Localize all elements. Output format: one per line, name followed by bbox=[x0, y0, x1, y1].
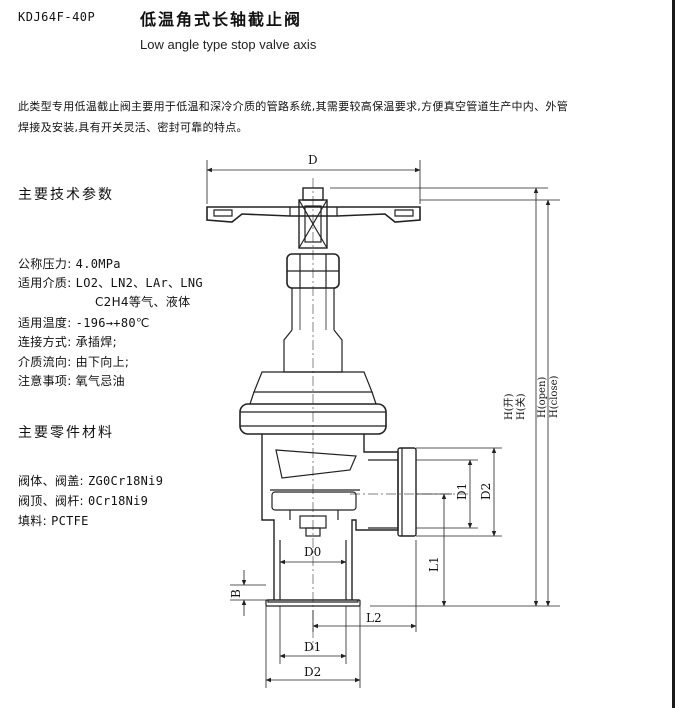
bonnet bbox=[239, 371, 387, 435]
right-border bbox=[672, 0, 675, 708]
spec-value: 氧气忌油 bbox=[75, 374, 125, 388]
spec-value: 4.0MPa bbox=[75, 257, 121, 271]
materials-heading: 主要零件材料 bbox=[18, 425, 114, 441]
spec-row-flow: 介质流向: 由下向上; bbox=[18, 353, 129, 370]
spec-row-connection: 连接方式: 承插焊; bbox=[18, 333, 117, 350]
dim-label-H-open-cn: H(开) bbox=[504, 393, 515, 420]
spec-value: LO2、LN2、LAr、LNG bbox=[75, 276, 203, 290]
spec-row-temperature: 适用温度: -196→+80℃ bbox=[18, 314, 150, 331]
spec-value: 0Cr18Ni9 bbox=[87, 494, 149, 508]
stem-tube bbox=[283, 288, 343, 373]
dim-D1-D2-bottom bbox=[265, 606, 361, 688]
dim-label-B: B bbox=[229, 589, 243, 598]
spec-value: -196→+80℃ bbox=[75, 316, 150, 330]
gland-nut bbox=[286, 253, 340, 289]
spec-label: 注意事项: bbox=[18, 374, 72, 388]
spec-value: ZG0Cr18Ni9 bbox=[87, 474, 164, 488]
spec-row-pressure: 公称压力: 4.0MPa bbox=[18, 255, 121, 272]
spec-row-medium: 适用介质: LO2、LN2、LAr、LNG bbox=[18, 274, 203, 291]
page-subtitle: Low angle type stop valve axis bbox=[140, 37, 317, 52]
bottom-socket bbox=[265, 540, 361, 607]
dim-label-H-open: H(open) bbox=[537, 377, 548, 418]
spec-label: 连接方式: bbox=[18, 335, 72, 349]
dim-label-D2-bottom: D2 bbox=[304, 665, 321, 679]
stem-nut bbox=[298, 187, 328, 249]
dim-H bbox=[330, 187, 560, 607]
tech-params-heading: 主要技术参数 bbox=[18, 187, 114, 203]
dim-label-L1: L1 bbox=[427, 556, 441, 572]
page-title: 低温角式长轴截止阀 bbox=[140, 10, 303, 29]
dim-B bbox=[230, 570, 266, 616]
dim-label-H-close: H(close) bbox=[549, 376, 560, 418]
model-number: KDJ64F-40P bbox=[18, 10, 96, 24]
dim-L2 bbox=[312, 540, 417, 632]
dim-label-H-close-cn: H(关) bbox=[514, 393, 527, 420]
valve-body bbox=[261, 434, 399, 600]
spec-value: 由下向上; bbox=[75, 355, 130, 369]
dim-D1-D2-side bbox=[416, 447, 502, 537]
dim-label-D0: D0 bbox=[304, 545, 321, 559]
material-row-packing: 填料: PCTFE bbox=[18, 512, 89, 529]
spec-label: 阀体、阀盖: bbox=[18, 474, 84, 488]
dim-L1 bbox=[416, 493, 452, 607]
material-row-stem: 阀顶、阀杆: 0Cr18Ni9 bbox=[18, 492, 148, 509]
handwheel bbox=[206, 206, 421, 223]
spec-value: PCTFE bbox=[51, 514, 89, 528]
spec-label: 适用介质: bbox=[18, 276, 72, 290]
material-row-body: 阀体、阀盖: ZG0Cr18Ni9 bbox=[18, 472, 163, 489]
spec-value: 承插焊; bbox=[75, 335, 117, 349]
spec-label: 适用温度: bbox=[18, 316, 72, 330]
side-outlet bbox=[368, 447, 417, 537]
dim-label-D1-side: D1 bbox=[455, 483, 469, 500]
spec-label: 介质流向: bbox=[18, 355, 72, 369]
spec-label: 填料: bbox=[18, 514, 47, 528]
spec-label: 公称压力: bbox=[18, 257, 72, 271]
dim-label-D: D bbox=[308, 153, 318, 167]
spec-row-medium-cont: C2H4等气、液体 bbox=[95, 293, 190, 310]
spec-row-notes: 注意事项: 氧气忌油 bbox=[18, 372, 125, 389]
spec-label: 阀顶、阀杆: bbox=[18, 494, 84, 508]
dim-D bbox=[206, 160, 421, 204]
product-description: 此类型专用低温截止阀主要用于低温和深冷介质的管路系统,其需要较高保温要求,方便真… bbox=[18, 100, 568, 134]
dim-label-L2: L2 bbox=[366, 611, 382, 625]
dim-label-D2-side: D2 bbox=[479, 483, 493, 500]
spec-value: C2H4等气、液体 bbox=[95, 295, 191, 309]
dim-label-D1-bottom: D1 bbox=[304, 640, 321, 654]
